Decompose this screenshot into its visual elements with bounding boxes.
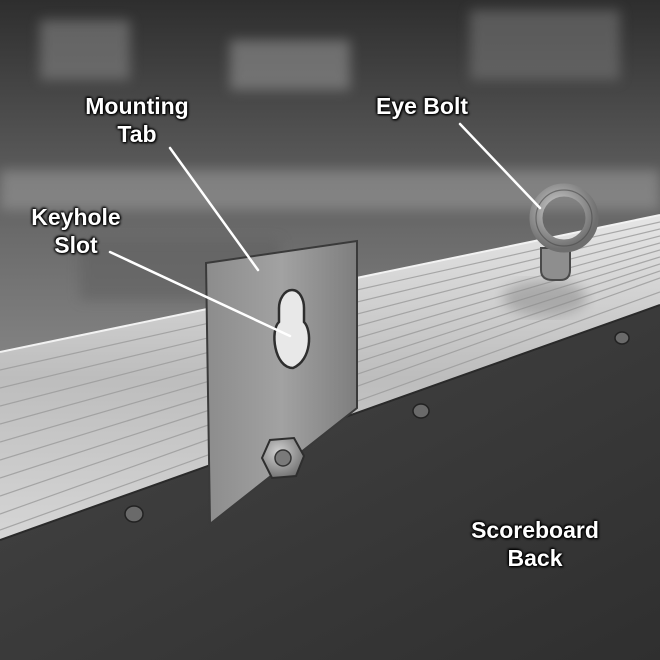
eye-bolt [503,183,599,316]
leader-lines [108,122,542,338]
mounting-tab-leader [168,146,260,272]
hex-nut [260,436,306,480]
rivet [614,331,630,345]
keyhole-slot-label-line1: Keyhole [31,204,121,230]
rivet [412,403,430,419]
keyhole-slot-leader [108,250,292,338]
rivet [124,505,144,523]
scoreboard-back-label-line2: Back [507,545,563,571]
mounting-tab-label-line2: Tab [117,121,157,147]
keyhole-slot [273,288,311,370]
eye-bolt-leader [458,122,542,210]
scoreboard-back-panel [0,305,660,660]
panel-rivets [124,331,630,523]
scoreboard-back-label: Scoreboard Back [446,516,624,572]
keyhole-slot-label-line2: Slot [54,232,98,258]
mounting-tab-label: Mounting Tab [62,92,212,148]
eye-bolt-label-line1: Eye Bolt [375,93,469,119]
eye-bolt-label: Eye Bolt [352,92,492,120]
keyhole-slot-label: Keyhole Slot [6,203,146,259]
mounting-tab-label-line1: Mounting [85,93,189,119]
scoreboard-back-label-line1: Scoreboard [471,517,599,543]
mounting-tab-plate [204,239,358,527]
